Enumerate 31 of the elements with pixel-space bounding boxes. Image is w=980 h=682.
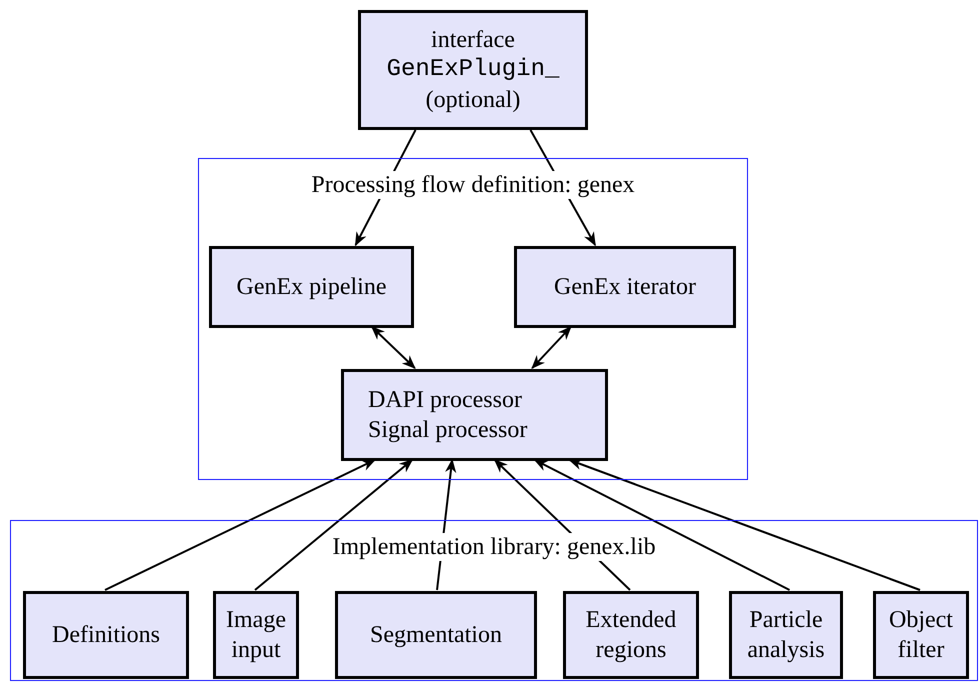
node-text: GenExPlugin_: [386, 55, 560, 85]
process-box: [514, 246, 736, 328]
node-text: Particle analysis: [746, 606, 826, 665]
node-text: Extended regions: [584, 606, 678, 665]
module-frame: [198, 158, 748, 480]
node-text: Signal processor: [368, 416, 528, 445]
node-text: Segmentation: [370, 621, 502, 650]
node-text: interface: [431, 26, 515, 55]
arrow: [531, 326, 572, 370]
process-box: [209, 246, 414, 328]
node-text: DAPI processor: [368, 386, 522, 415]
interface-box: [358, 10, 588, 130]
node-text: GenEx pipeline: [236, 273, 386, 302]
module-box: [335, 591, 537, 679]
node-text: Object filter: [888, 606, 954, 665]
arrow: [104, 459, 376, 591]
module-box: [213, 591, 299, 679]
module-box: [23, 591, 189, 679]
node-text: Image input: [225, 606, 287, 665]
node-text: (optional): [426, 86, 520, 115]
module-box: [729, 591, 843, 679]
processor-box: [341, 369, 608, 461]
node-text: GenEx iterator: [554, 273, 696, 302]
arrow: [371, 326, 416, 369]
node-text: Definitions: [52, 621, 160, 650]
arrow: [534, 459, 790, 591]
arrow: [568, 459, 920, 591]
module-box: [873, 591, 969, 679]
arrow: [254, 459, 414, 591]
library-frame: [10, 520, 978, 681]
module-box: [563, 591, 699, 679]
